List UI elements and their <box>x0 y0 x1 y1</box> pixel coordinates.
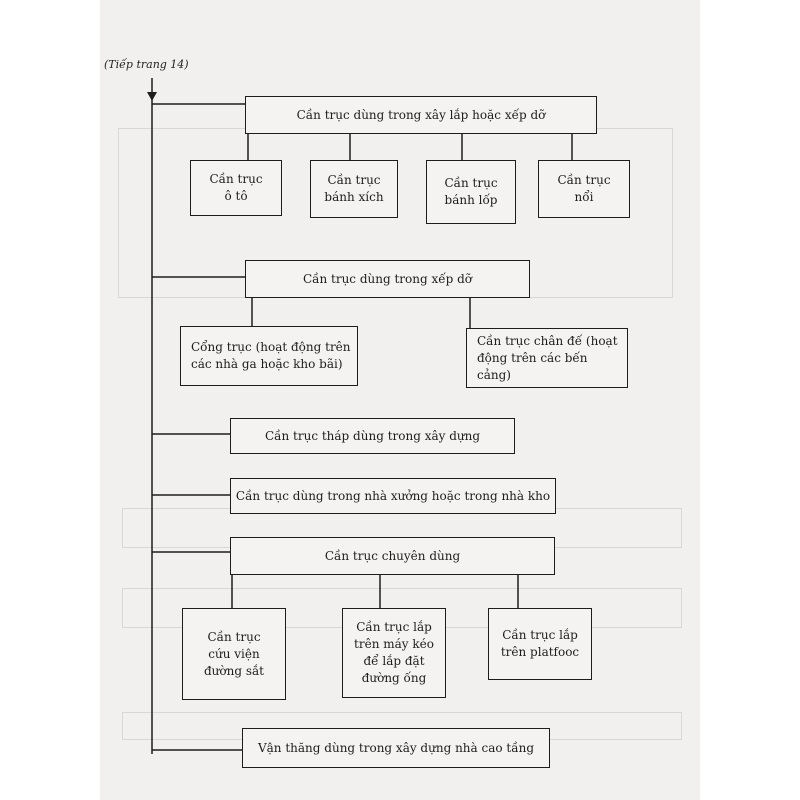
node-cau-truc-chuyen-dung: Cần trục chuyên dùng <box>230 537 555 575</box>
node-cau-truc-thap: Cần trục tháp dùng trong xây dựng <box>230 418 515 454</box>
node-cau-truc-xay-lap-xep-do: Cần trục dùng trong xây lắp hoặc xếp dỡ <box>245 96 597 134</box>
node-cau-truc-chan-de: Cần trục chân đế (hoạt động trên các bến… <box>466 328 628 388</box>
node-cau-truc-banh-lop: Cần trục bánh lốp <box>426 160 516 224</box>
node-cong-truc: Cổng trục (hoạt động trên các nhà ga hoặ… <box>180 326 358 386</box>
arrowhead <box>147 92 157 101</box>
node-cau-truc-xep-do: Cần trục dùng trong xếp dỡ <box>245 260 530 298</box>
node-cau-truc-noi: Cần trục nổi <box>538 160 630 218</box>
node-cau-truc-platfooc: Cần trục lắp trên platfooc <box>488 608 592 680</box>
node-cau-truc-o-to: Cần trục ô tô <box>190 160 282 216</box>
node-cau-truc-may-keo: Cần trục lắp trên máy kéo để lắp đặt đườ… <box>342 608 446 698</box>
node-van-thang: Vận thăng dùng trong xây dựng nhà cao tầ… <box>242 728 550 768</box>
node-cau-truc-nha-xuong: Cần trục dùng trong nhà xưởng hoặc trong… <box>230 478 556 514</box>
node-cau-truc-cuu-vien: Cần trục cứu viện đường sắt <box>182 608 286 700</box>
node-cau-truc-banh-xich: Cần trục bánh xích <box>310 160 398 218</box>
background-right <box>700 0 800 800</box>
continuation-note: (Tiếp trang 14) <box>104 58 189 71</box>
background-left <box>0 0 100 800</box>
